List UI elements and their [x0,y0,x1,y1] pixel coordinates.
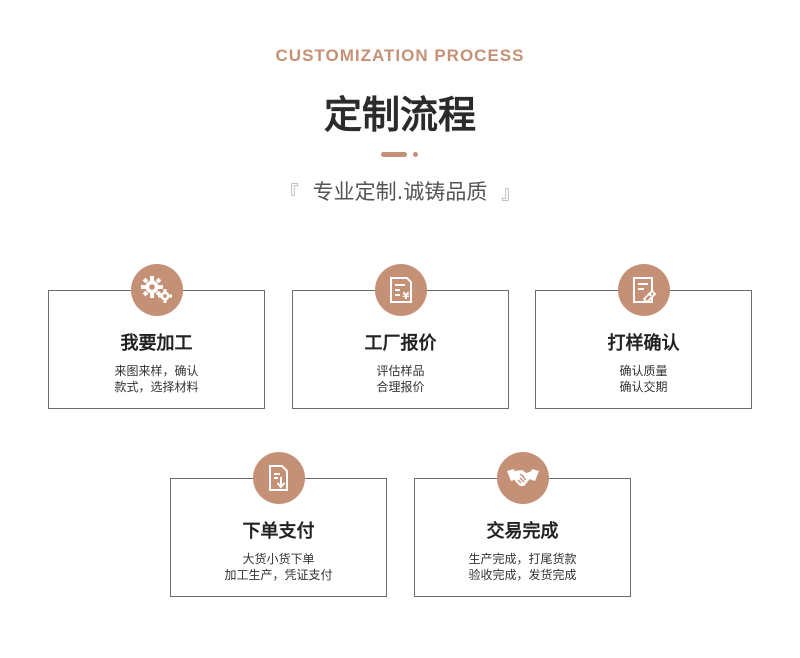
step-title: 我要加工 [120,333,193,354]
slogan-bracket-close: 』 [501,183,520,204]
sample-check-icon [617,264,670,316]
slogan-text: 专业定制.诚铸品质 [312,180,488,204]
step-card-2: ¥ 工厂报价 评估样品 合理报价 [292,264,509,409]
step-desc-line1: 来图来样，确认 [114,364,199,378]
order-download-icon [252,452,305,504]
step-title: 交易完成 [486,521,559,542]
step-card-1: 我要加工 来图来样，确认 款式，选择材料 [48,264,265,409]
quote-document-icon: ¥ [374,264,427,316]
step-desc-line1: 确认质量 [619,364,668,378]
step-desc-line1: 评估样品 [376,364,425,378]
step-desc-line2: 验收完成，发货完成 [468,568,577,582]
step-title: 打样确认 [607,333,680,354]
section-title: 定制流程 [323,93,476,137]
gears-icon [130,264,183,316]
step-card-5: 交易完成 生产完成，打尾货款 验收完成，发货完成 [414,452,631,597]
step-card-3: 打样确认 确认质量 确认交期 [535,264,752,409]
step-desc-line1: 生产完成，打尾货款 [468,552,577,566]
handshake-icon [496,452,549,504]
slogan: 『专业定制.诚铸品质』 [0,176,800,206]
title-divider [381,152,421,158]
step-title: 工厂报价 [364,333,437,354]
step-desc-line2: 款式，选择材料 [114,380,199,394]
divider-dot [413,152,418,157]
slogan-bracket-open: 『 [280,183,299,204]
step-desc-line2: 确认交期 [619,380,668,394]
divider-bar [381,152,407,157]
svg-text:¥: ¥ [402,291,409,302]
section-subtitle-en: CUSTOMIZATION PROCESS [275,46,525,65]
step-desc-line2: 合理报价 [376,380,425,394]
step-title: 下单支付 [242,521,315,542]
step-desc-line2: 加工生产，凭证支付 [224,568,333,582]
step-card-4: 下单支付 大货小货下单 加工生产，凭证支付 [170,452,387,597]
step-desc-line1: 大货小货下单 [242,552,315,566]
